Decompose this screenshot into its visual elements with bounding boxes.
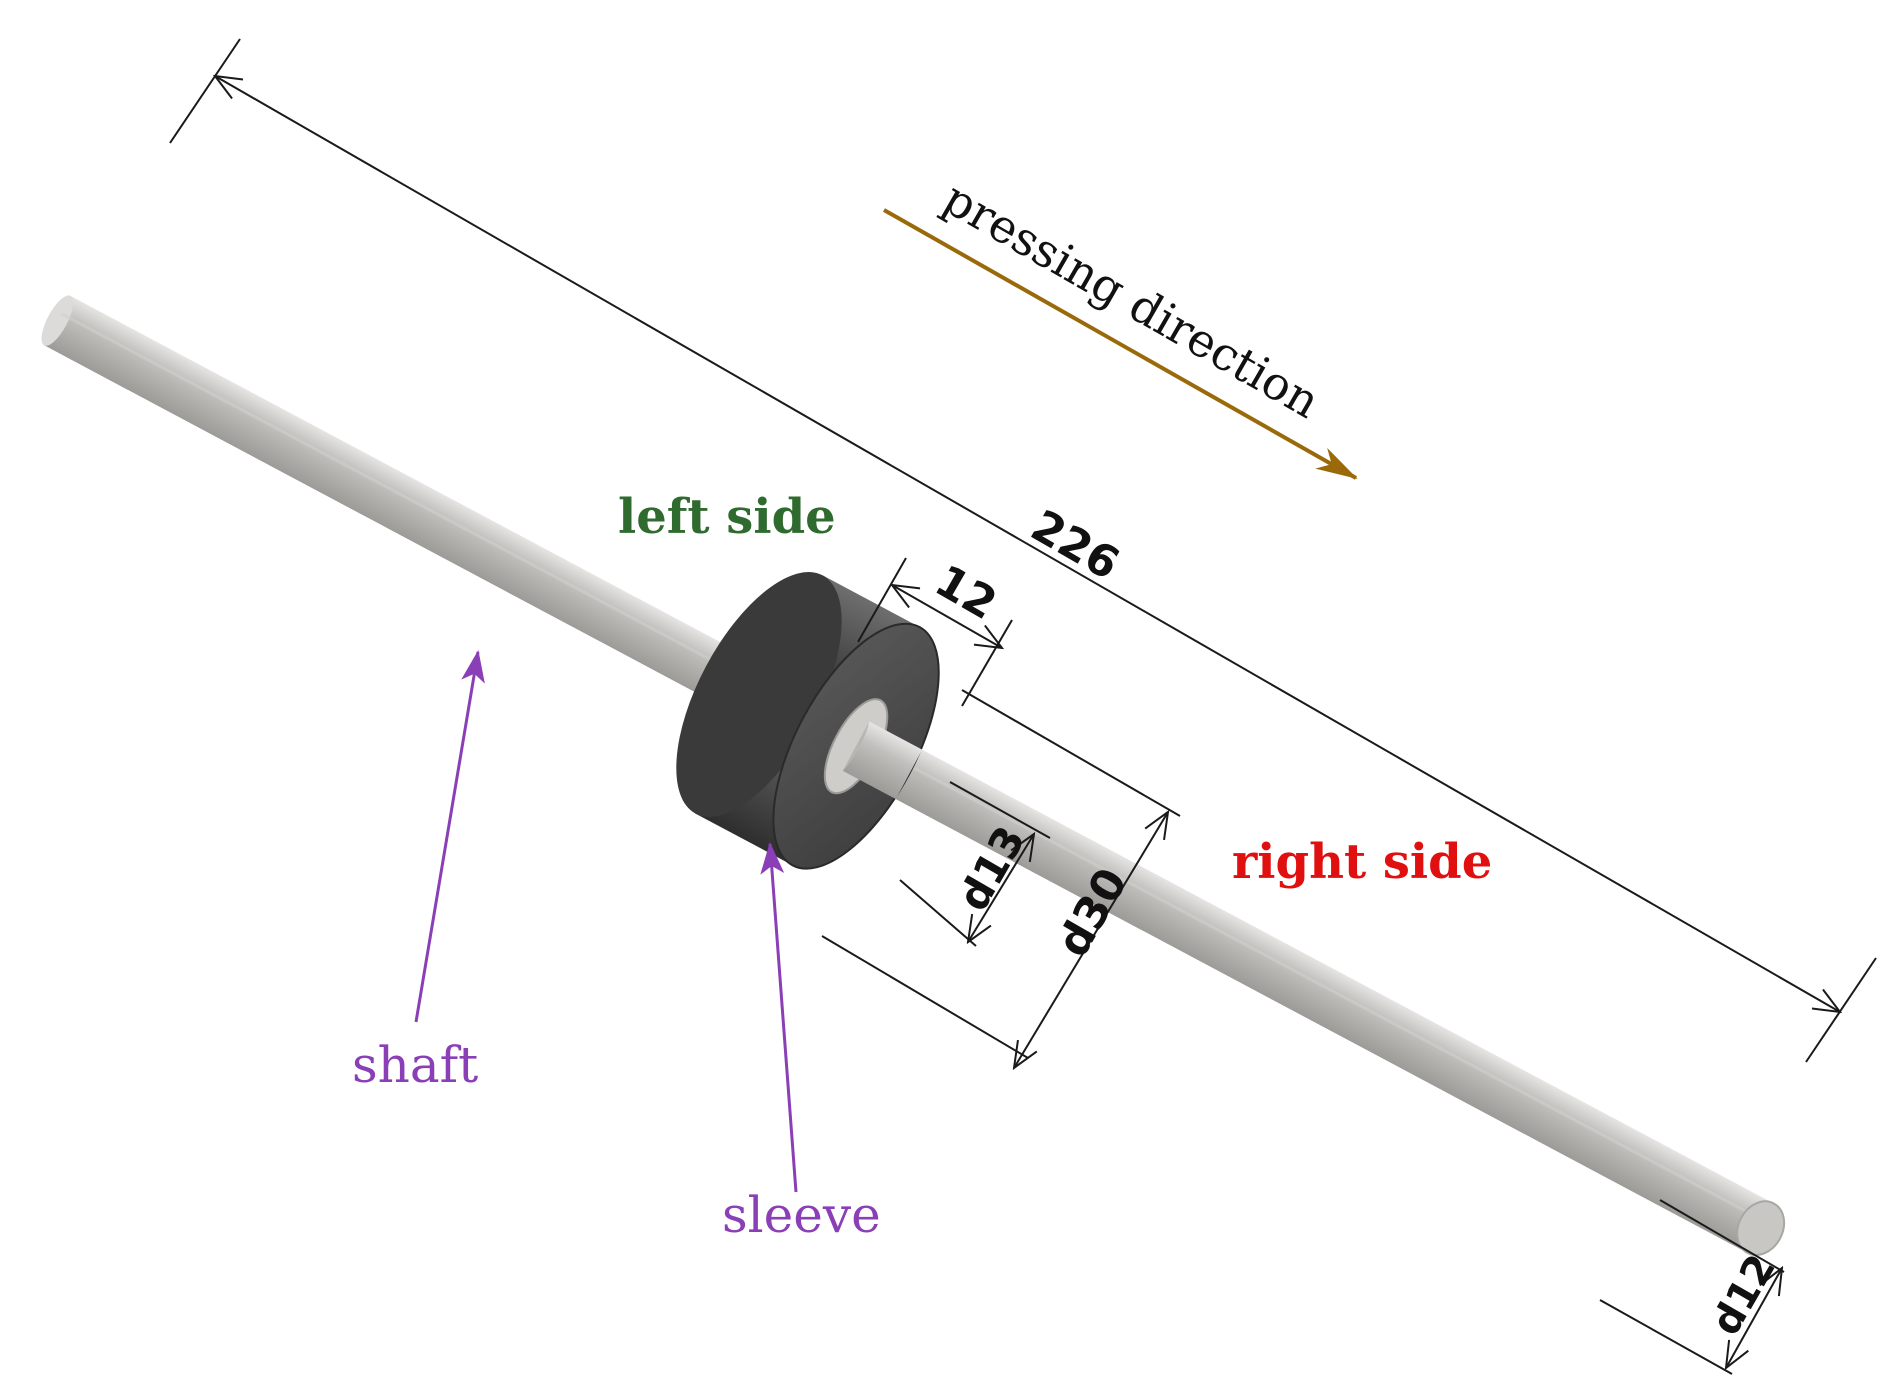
sleeve-callout: sleeve bbox=[722, 842, 881, 1244]
sleeve-label: sleeve bbox=[722, 1186, 881, 1244]
shaft-end-face bbox=[1736, 1200, 1786, 1256]
sleeve-callout-arrow bbox=[760, 842, 798, 1193]
shaft-callout-arrow bbox=[414, 650, 485, 1023]
left-side-label: left side bbox=[618, 489, 836, 545]
shaft-callout: shaft bbox=[352, 650, 485, 1094]
pressing-direction-arrow bbox=[883, 208, 1358, 480]
extension-line-left bbox=[169, 38, 241, 144]
dimension-line-226 bbox=[215, 76, 1840, 1012]
right-side-label: right side bbox=[1232, 834, 1492, 890]
sleeve bbox=[676, 571, 940, 870]
shaft bbox=[41, 295, 1786, 1256]
dimension-line-d30 bbox=[1014, 812, 1168, 1068]
dimension-overall-length: 226 bbox=[169, 38, 1877, 1063]
pressing-direction-label: pressing direction bbox=[935, 171, 1329, 429]
dimension-value-d12: d12 bbox=[1703, 1247, 1785, 1343]
dimension-value-12: 12 bbox=[927, 555, 1006, 630]
shaft-label: shaft bbox=[352, 1036, 478, 1094]
pressing-direction: pressing direction bbox=[883, 171, 1358, 480]
dimension-line-d12 bbox=[1726, 1268, 1782, 1368]
dimension-line-d13 bbox=[968, 834, 1034, 942]
extension-line-right bbox=[1805, 957, 1877, 1063]
dimension-line-12 bbox=[892, 585, 1002, 648]
dimension-value-226: 226 bbox=[1023, 500, 1128, 590]
